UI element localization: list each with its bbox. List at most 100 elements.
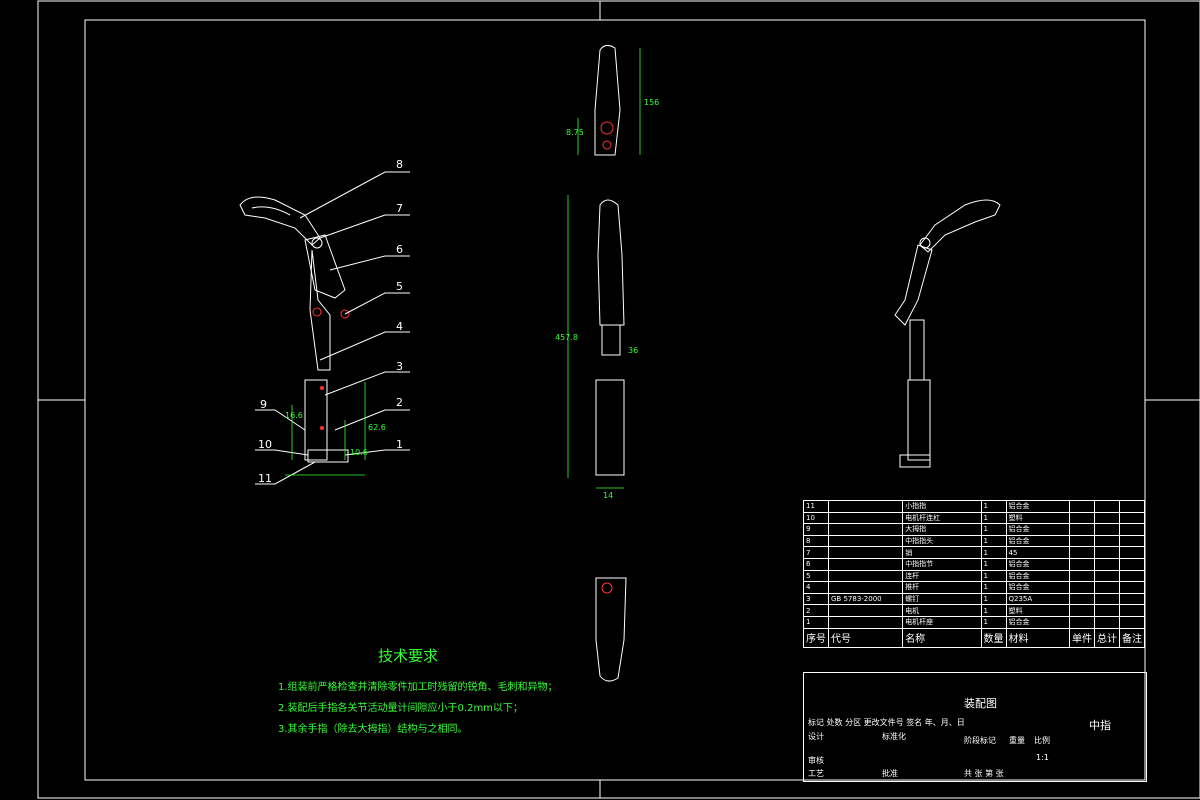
bom-cell-empty (1069, 546, 1095, 559)
bom-cell-empty (1119, 581, 1145, 594)
side-dimensions (285, 382, 366, 476)
callout-5: 5 (396, 280, 403, 293)
callout-10: 10 (258, 438, 272, 451)
bom-cell-empty (1069, 615, 1095, 629)
part-name: 中指 (1089, 719, 1111, 732)
bom-cell-empty (1094, 511, 1120, 525)
bom-cell-empty (1094, 592, 1120, 606)
bom-cell-no: 1 (803, 615, 829, 629)
bom-h-note: 备注 (1119, 627, 1145, 648)
bom-cell-empty (1094, 546, 1120, 559)
bottom-view (595, 577, 627, 682)
bom-cell-mat: 铝合金 (1005, 581, 1071, 594)
bom-h-mat: 材料 (1005, 627, 1071, 648)
revision-row: 标记 处数 分区 更改文件号 签名 年、月、日 (808, 718, 965, 727)
bom-cell-name: 大拇指 (902, 523, 982, 536)
process-label: 工艺 (808, 769, 824, 778)
bom-cell-qty: 1 (980, 604, 1007, 617)
bom-cell-code (827, 604, 904, 617)
callout-4: 4 (396, 320, 403, 333)
bom-cell-code (827, 569, 904, 583)
tech-req-title: 技术要求 (378, 647, 439, 665)
bom-cell-mat: 铝合金 (1005, 615, 1071, 629)
side-view-left (239, 196, 350, 463)
design-label: 设计 (808, 732, 824, 741)
bom-cell-qty: 1 (980, 546, 1007, 559)
bom-cell-empty (1094, 500, 1120, 513)
bom-cell-no: 10 (803, 511, 829, 525)
side-dim-3: 10.6 (350, 448, 368, 457)
front-dim-mid: 36 (628, 346, 638, 355)
bom-cell-empty (1069, 581, 1095, 594)
callout-8: 8 (396, 158, 403, 171)
bom-cell-code (827, 557, 904, 571)
front-dim-width: 14 (603, 491, 613, 500)
bom-cell-qty: 1 (980, 523, 1007, 536)
review-label: 审核 (808, 756, 824, 765)
callout-6: 6 (396, 243, 403, 256)
bom-cell-code (827, 511, 904, 525)
tech-req-item-1: 1.组装前严格检查并清除零件加工时残留的锐角、毛刺和异物； (278, 682, 558, 693)
bom-cell-no: 8 (803, 534, 829, 548)
bom-cell-qty: 1 (980, 569, 1007, 583)
technical-requirements: 技术要求 1.组装前严格检查并清除零件加工时残留的锐角、毛刺和异物； 2.装配后… (278, 645, 558, 741)
bom-cell-code (827, 523, 904, 536)
bom-cell-empty (1094, 523, 1120, 536)
inner-frame (84, 19, 1146, 781)
bom-cell-name: 中指指节 (902, 557, 982, 571)
bom-cell-code (827, 546, 904, 559)
bom-cell-no: 4 (803, 581, 829, 594)
bom-cell-no: 3 (803, 592, 829, 606)
scale-value: 1:1 (1036, 753, 1049, 762)
front-view (567, 195, 625, 489)
tech-req-item-2: 2.装配后手指各关节活动量计间隙应小于0.2mm以下； (278, 703, 523, 714)
bom-cell-empty (1069, 569, 1095, 583)
bom-cell-empty (1069, 604, 1095, 617)
bom-cell-qty: 1 (980, 581, 1007, 594)
bom-cell-empty (1094, 604, 1120, 617)
bom-cell-empty (1094, 615, 1120, 629)
bom-cell-no: 9 (803, 523, 829, 536)
side-view-right (894, 199, 1001, 468)
callout-3: 3 (396, 360, 403, 373)
stage-label: 阶段标记 (964, 736, 996, 745)
bom-cell-name: 小指指 (902, 500, 982, 513)
bom-cell-empty (1069, 592, 1095, 606)
bom-cell-mat: 塑料 (1005, 511, 1071, 525)
bom-cell-name: 销 (902, 546, 982, 559)
bom-cell-name: 推杆 (902, 581, 982, 594)
front-dim-total: 457.8 (555, 333, 578, 342)
bom-cell-empty (1069, 500, 1095, 513)
bom-cell-qty: 1 (980, 511, 1007, 525)
bom-cell-empty (1094, 581, 1120, 594)
bom-cell-no: 11 (803, 500, 829, 513)
drawing-name: 装配图 (964, 697, 997, 710)
bom-cell-empty (1119, 604, 1145, 617)
callout-7: 7 (396, 202, 403, 215)
bom-cell-mat: 塑料 (1005, 604, 1071, 617)
bom-cell-name: 中指指头 (902, 534, 982, 548)
side-dim-2: 62.6 (368, 423, 386, 432)
bom-cell-mat: 铝合金 (1005, 523, 1071, 536)
bom-cell-mat: 45 (1005, 546, 1071, 559)
bom-cell-name: 电机杆连杠 (902, 511, 982, 525)
bom-cell-empty (1119, 557, 1145, 571)
bom-h-code: 代号 (827, 627, 904, 648)
bom-cell-empty (1094, 534, 1120, 548)
bom-cell-empty (1069, 523, 1095, 536)
top-dim-small: 8.75 (566, 128, 584, 137)
callout-2: 2 (396, 396, 403, 409)
bom-cell-mat: 铝合金 (1005, 500, 1071, 513)
standard-label: 标准化 (882, 732, 906, 741)
bom-cell-empty (1119, 500, 1145, 513)
bom-cell-empty (1094, 557, 1120, 571)
bom-cell-code (827, 500, 904, 513)
bom-h-qty: 数量 (980, 627, 1007, 648)
